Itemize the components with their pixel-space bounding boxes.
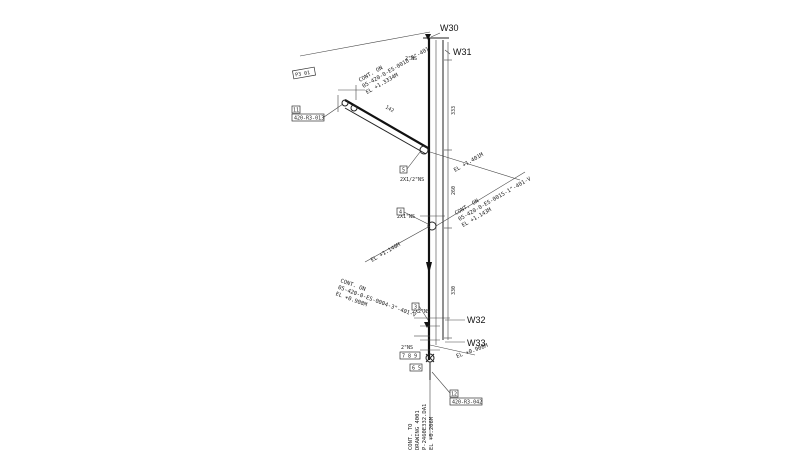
weld-marker-top-icon [425,34,431,40]
weld-marker-mid-icon [424,322,430,328]
tag-part-12: 12 [449,389,459,398]
tag-num-6: 6 5 [409,363,423,372]
tag-spec-left: 420-R3-013 [291,113,325,122]
connection-note-bottom: CONT. TO DRAWING 4001 P-2460E332.DA1 EL … [408,404,435,450]
svg-text:P3 01: P3 01 [295,70,311,79]
callout-2ns-top: 2"NS [405,56,417,62]
weld-label-w32: W32 [467,315,486,325]
elevation-mid-left: EL +1.140M [370,242,402,264]
flow-arrow-icon [426,262,432,274]
length-label-d: 330 [451,286,457,295]
conn-bottom-line1: CONT. TO [408,424,414,451]
connection-note-top: CONT. ON 05-420-0-ES-0018-3"-401 EL +1.3… [358,47,431,96]
length-label-b: 333 [451,106,457,115]
svg-text:4: 4 [399,210,402,216]
svg-text:5: 5 [402,168,405,174]
callout-2x1-2ns: 2X1/2"NS [400,177,424,183]
length-label-a: 142 [384,105,395,115]
dimension-lines: 333 260 330 142 [384,42,457,340]
callout-2x2ns: 2X2"NS [412,309,430,315]
svg-text:420-R3-013: 420-R3-013 [294,116,324,122]
svg-text:12: 12 [451,392,457,398]
tag-part-11: 11 [291,105,301,114]
connection-note-left: CONT. ON 05-420-0-ES-0004-3"-401-V EL +0… [335,278,418,319]
tag-num-4: 4 [396,207,405,216]
connection-note-right: CONT. ON 05-420-0-ES-0015-1"-401-V EL +1… [454,176,533,229]
tag-num-3: 3 [411,302,420,311]
callout-2ns-bottom: 2"NS [401,345,413,351]
conn-bottom-line4: EL +0.206M [429,416,435,450]
svg-text:6 5: 6 5 [412,366,421,372]
callout-2x1ns: 2X1"NS [397,214,415,220]
weld-label-w31: W31 [453,47,472,57]
tag-num-5: 5 [399,165,408,174]
elevation-upper-right: EL +1.401M [453,152,485,174]
svg-text:7 8 9: 7 8 9 [402,354,417,360]
weld-labels: W30 W31 W32 W33 [430,23,486,348]
upper-right-connection [299,31,521,181]
tag-leaders [323,103,451,394]
svg-text:3: 3 [414,305,417,311]
weld-label-w30: W30 [440,23,459,33]
main-vertical-pipe [423,34,449,360]
upper-branch-pipe [337,85,429,155]
svg-text:420-R3-042: 420-R3-042 [452,400,482,406]
conn-top-line2: 05-420-0-ES-0018-3"-401 [362,47,431,90]
svg-text:11: 11 [293,108,299,114]
conn-bottom-line2: DRAWING 4001 [415,410,421,450]
tag-num-789: 7 8 9 [399,351,421,360]
weld-label-w33: W33 [467,338,486,348]
conn-bottom-line3: P-2460E332.DA1 [422,404,428,450]
lower-fittings [414,317,476,440]
tag-ref-top: P3 01 [292,66,316,80]
tag-spec-bottom: 420-R3-042 [449,397,483,406]
mid-branch-pipe [364,171,526,263]
length-label-c: 260 [451,186,457,195]
conn-right-line2: 05-420-0-ES-0015-1"-401-V [458,176,533,223]
